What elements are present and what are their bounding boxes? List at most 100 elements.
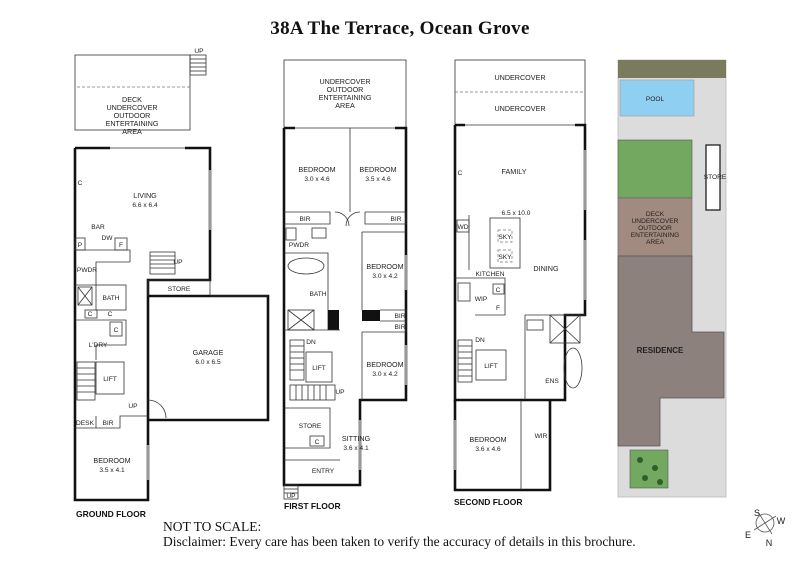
first-bir-1 [284,211,331,225]
ground-pwdr-wall [75,261,130,286]
site-deck-label-1: DECK [646,211,665,218]
second-ens-label: ENS [545,378,559,385]
second-wd-label: WD [458,224,469,231]
ground-shower [77,286,93,306]
ground-laundry-wall [75,319,127,360]
first-pwdr-wc [285,227,297,241]
ground-up-label-top: UP [194,48,204,55]
first-bed1-dim: 3.0 x 4.6 [304,176,330,183]
ground-cupboard [109,321,123,337]
disclaimer: Disclaimer: Every care has been taken to… [163,534,636,549]
ground-bedroom-dim: 3.5 x 4.1 [99,467,125,474]
compass-s: S [754,508,760,518]
site-plan: POOL STORE DECK UNDERCOVER OUTDOOR ENTER… [617,59,727,498]
first-stairs [289,339,336,401]
first-floor-label: FIRST FLOOR [284,501,341,511]
site-store [705,144,721,211]
second-c-label: C [458,170,463,177]
first-bed4-label: BEDROOM [366,360,403,369]
second-sky-label-2: SKY [498,254,512,261]
second-cupboard [492,283,505,295]
ground-lift-label: LIFT [103,376,117,383]
first-undercover-label-4: AREA [335,101,355,110]
second-f-label: F [496,305,500,312]
ground-living-label: LIVING [133,191,157,200]
ground-c-label-1: C [88,311,93,318]
ground-living-dim: 6.6 x 6.4 [132,202,158,209]
first-bath-label: BATH [309,291,326,298]
compass-w: W [777,516,786,526]
first-bed2-dim: 3.5 x 4.6 [365,176,391,183]
first-entry-stairs [283,484,299,500]
first-up-label: UP [335,389,345,396]
ground-store-label: STORE [168,286,191,293]
first-sitting-dim: 3.6 x 4.1 [343,445,369,452]
compass-n: N [766,538,773,548]
second-dn-label: DN [475,337,485,344]
second-ens-shower [549,314,581,344]
second-ens-basin [526,319,544,331]
second-bedroom-dim: 3.6 x 4.6 [475,446,501,453]
second-kitchen-label: KITCHEN [476,271,505,278]
ground-pwdr-label: PWDR [77,267,97,274]
ground-up-lift-label: UP [128,403,138,410]
first-bath-tub [287,257,325,275]
ground-bar-label: BAR [91,224,105,231]
second-floor-plan: UNDERCOVER UNDERCOVER [453,59,587,492]
scale-note: NOT TO SCALE: [163,519,262,534]
second-wip-wall [455,277,506,316]
compass-e: E [745,530,751,540]
second-family-label: FAMILY [501,167,526,176]
ground-garage-label: GARAGE [193,348,224,357]
first-undercover-label-3: ENTERTAINING [319,93,372,102]
ground-dw-label: DW [102,235,114,242]
second-undercover-label-1: UNDERCOVER [494,73,545,82]
second-family-dim: 6.5 x 10.0 [502,210,531,217]
first-undercover-label-2: OUTDOOR [327,85,364,94]
first-bir-label-1: BIR [300,216,311,223]
site-hedge [618,60,726,78]
first-bir-label-4: BIR [395,324,406,331]
ground-garage-wall [148,294,270,422]
second-floor-label: SECOND FLOOR [454,497,523,507]
plan-title: 38A The Terrace, Ocean Grove [270,18,530,39]
ground-door-swing [147,399,167,419]
site-deck-label-3: OUTDOOR [638,225,672,232]
first-bir-2 [364,211,407,225]
compass-rose: S W E N [745,508,786,548]
first-dn-label: DN [306,339,316,346]
ground-desk-label: DESK [76,420,95,427]
second-kitchen-island [489,217,521,269]
ground-floor-label: GROUND FLOOR [76,509,146,519]
first-sitting-label: SITTING [342,434,371,443]
second-dining-label: DINING [533,264,559,273]
ground-cupboard-2 [84,309,98,319]
first-bir-fixture [362,310,380,321]
site-plants [637,457,663,485]
first-store-wall [284,407,331,449]
first-bed4-dim: 3.0 x 4.2 [372,371,398,378]
site-residence-label: RESIDENCE [637,346,684,355]
second-undercover-outline [454,59,586,126]
ground-deck-label-3: OUTDOOR [114,111,151,120]
ground-bir-label: BIR [103,420,114,427]
ground-p-label: P [78,242,83,249]
ground-lift-shaft [95,361,125,395]
first-bed3-label: BEDROOM [366,262,403,271]
site-deck-label-2: UNDERCOVER [632,218,679,225]
second-ens-bath [563,347,583,389]
first-pwdr-basin [311,227,327,239]
ground-deck-label-5: AREA [122,127,142,136]
second-wir-label: WIR [535,433,548,440]
site-lawn [617,139,693,199]
ground-c-label-2: C [108,311,113,318]
second-undercover-label-2: UNDERCOVER [494,104,545,113]
ground-up-stair-label: UP [173,259,183,266]
first-floor-plan: UNDERCOVER OUTDOOR ENTERTAINING AREA [282,59,408,500]
ground-bath-label: BATH [102,295,119,302]
ground-garage-dim: 6.0 x 6.5 [195,359,221,366]
site-residence [617,255,725,447]
second-stairs [457,339,473,383]
second-c-label-2: C [496,287,501,294]
